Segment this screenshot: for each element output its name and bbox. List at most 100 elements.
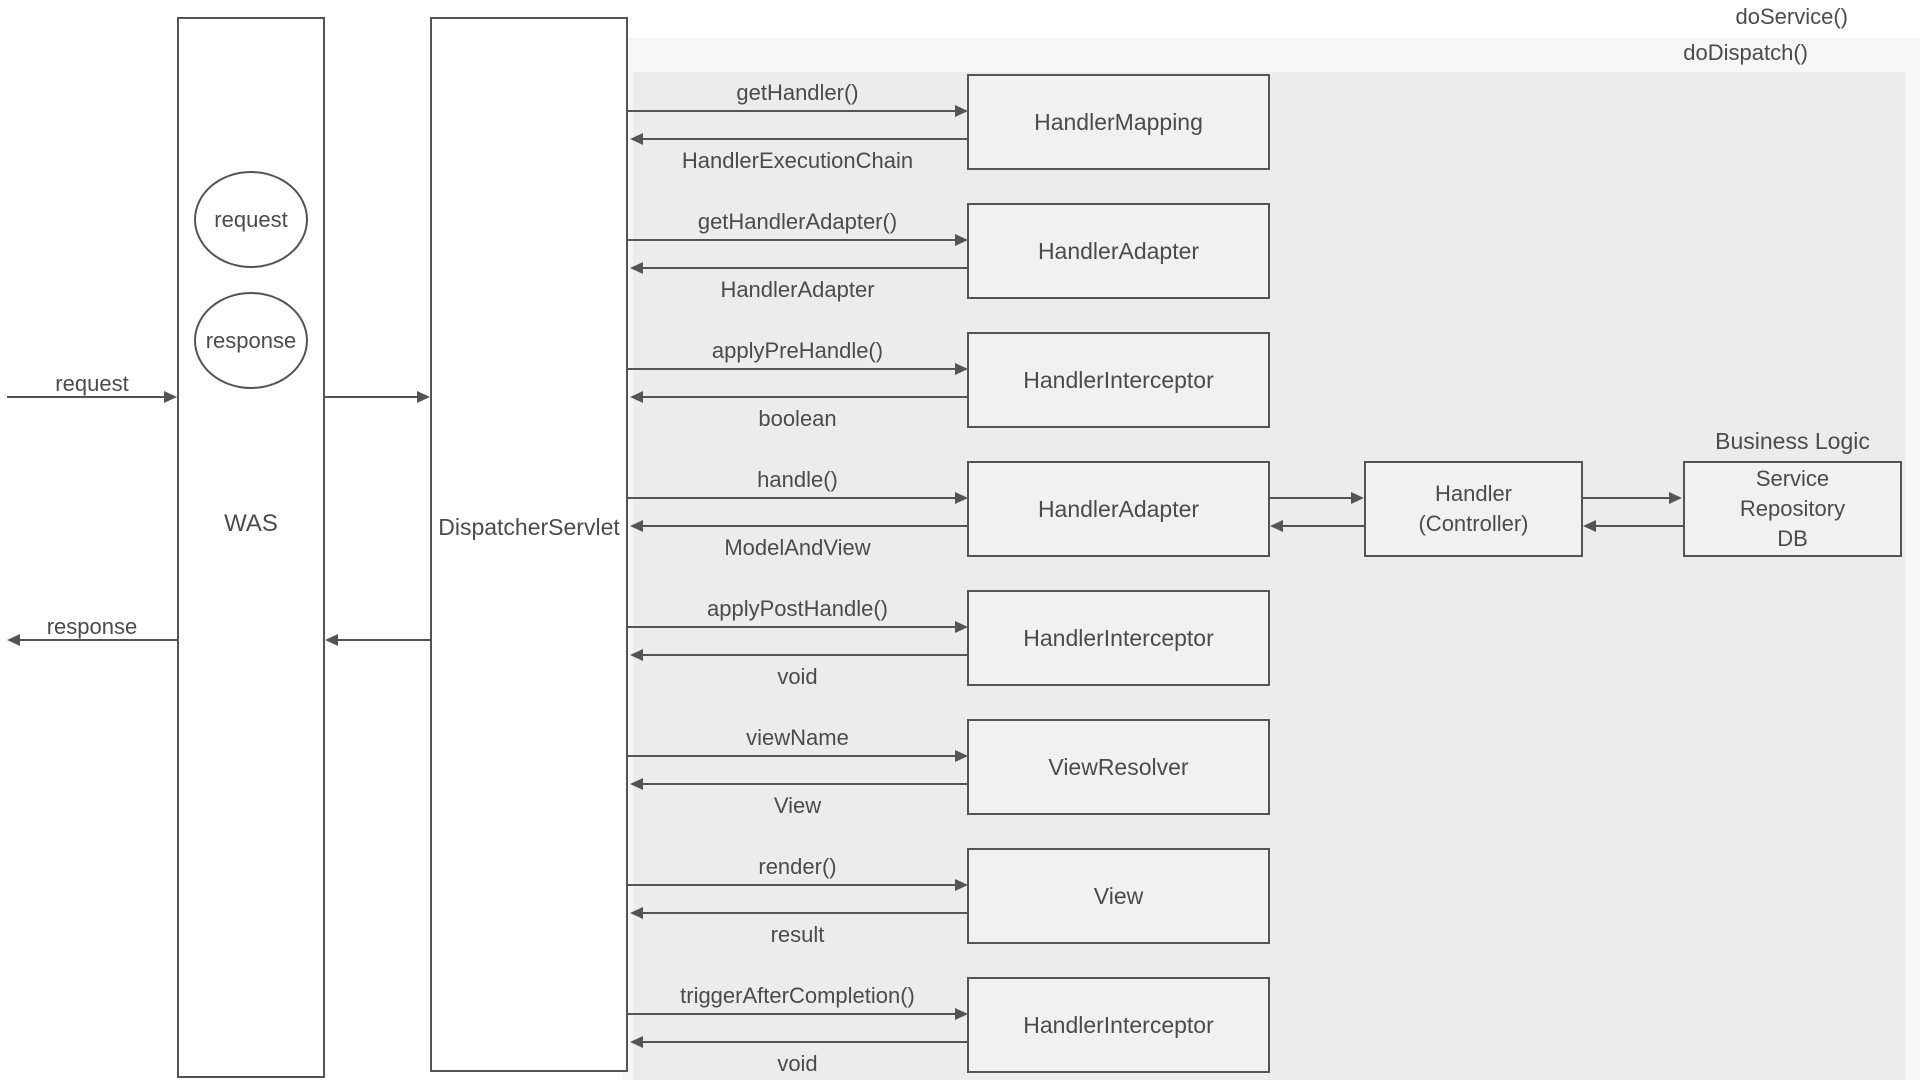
- adapter-to-handler-line: [1270, 497, 1352, 499]
- return-label: void: [777, 1051, 818, 1076]
- sequence-row-apply-post-handle: applyPostHandle() void HandlerIntercepto…: [0, 590, 1920, 719]
- call-arrowhead-icon: [955, 105, 968, 117]
- call-arrowhead-icon: [955, 879, 968, 891]
- call-arrow-line: [628, 1013, 955, 1015]
- return-arrow-line: [643, 1041, 967, 1043]
- call-label: viewName: [746, 725, 849, 750]
- return-label: result: [770, 922, 825, 947]
- call-label: applyPreHandle(): [711, 338, 884, 363]
- return-label: void: [777, 664, 818, 689]
- return-arrowhead-icon: [630, 262, 643, 274]
- business-to-handler-line: [1596, 525, 1683, 527]
- do-service-label: doService(): [1735, 4, 1848, 29]
- call-arrow-line: [628, 626, 955, 628]
- call-label: getHandlerAdapter(): [697, 209, 898, 234]
- sequence-row-trigger-after-completion: triggerAfterCompletion() void HandlerInt…: [0, 977, 1920, 1080]
- handler-box-line1: Handler: [1434, 481, 1513, 506]
- component-box-label: ViewResolver: [1048, 753, 1189, 780]
- return-label: View: [773, 793, 822, 818]
- response-circle-label: response: [205, 327, 297, 353]
- response-arrow-line: [20, 639, 177, 641]
- was-to-dispatcher-line: [325, 396, 418, 398]
- handler-to-business-line: [1583, 497, 1670, 499]
- sequence-row-render: render() result View: [0, 848, 1920, 977]
- component-box-view-resolver: ViewResolver: [967, 719, 1270, 815]
- component-box-label: HandlerInterceptor: [1023, 366, 1214, 393]
- request-circle: request: [194, 171, 308, 268]
- call-arrow-line: [628, 239, 955, 241]
- dispatcher-servlet-label: DispatcherServlet: [438, 514, 620, 540]
- was-to-dispatcher-arrowhead-icon: [417, 391, 430, 403]
- component-box-handler-interceptor: HandlerInterceptor: [967, 590, 1270, 686]
- dispatcher-to-was-arrowhead-icon: [325, 634, 338, 646]
- was-label: WAS: [224, 510, 278, 537]
- call-arrowhead-icon: [955, 363, 968, 375]
- return-arrowhead-icon: [630, 778, 643, 790]
- call-label: render(): [758, 854, 837, 879]
- return-label: HandlerExecutionChain: [681, 148, 914, 173]
- business-logic-line2: Repository: [1739, 496, 1846, 521]
- call-label: triggerAfterCompletion(): [680, 983, 915, 1008]
- return-arrowhead-icon: [630, 391, 643, 403]
- component-box-handler-adapter: HandlerAdapter: [967, 203, 1270, 299]
- call-label: getHandler(): [736, 80, 859, 105]
- handler-controller-box: Handler (Controller): [1364, 461, 1583, 557]
- return-arrowhead-icon: [630, 1036, 643, 1048]
- call-arrow-line: [628, 110, 955, 112]
- sequence-row-handle: handle() ModelAndView HandlerAdapter Han…: [0, 428, 1920, 590]
- return-arrow-line: [643, 396, 967, 398]
- return-label: ModelAndView: [724, 535, 871, 560]
- return-label: boolean: [758, 406, 837, 431]
- call-arrowhead-icon: [955, 492, 968, 504]
- component-box-label: HandlerAdapter: [1037, 237, 1200, 264]
- component-box-handler-mapping: HandlerMapping: [967, 74, 1270, 170]
- component-box-label: HandlerAdapter: [1037, 495, 1200, 522]
- do-dispatch-label: doDispatch(): [1683, 40, 1808, 65]
- return-label: HandlerAdapter: [720, 277, 875, 302]
- handler-to-business-arrowhead-icon: [1669, 492, 1682, 504]
- response-arrowhead-icon: [7, 634, 20, 646]
- business-logic-line1: Service: [1755, 466, 1830, 491]
- request-arrow-label: request: [55, 371, 129, 396]
- return-arrowhead-icon: [630, 520, 643, 532]
- sequence-row-get-handler: getHandler() HandlerExecutionChain Handl…: [0, 74, 1920, 203]
- dispatcher-servlet-box: [430, 17, 628, 1072]
- response-circle: response: [194, 292, 308, 389]
- sequence-row-get-handler-adapter: getHandlerAdapter() HandlerAdapter Handl…: [0, 203, 1920, 332]
- return-arrow-line: [643, 654, 967, 656]
- request-arrow-line: [7, 396, 165, 398]
- return-arrow-line: [643, 783, 967, 785]
- return-arrowhead-icon: [630, 907, 643, 919]
- call-arrow-line: [628, 884, 955, 886]
- call-label: handle(): [757, 467, 838, 492]
- component-box-label: HandlerMapping: [1034, 108, 1203, 135]
- call-arrow-line: [628, 497, 955, 499]
- return-arrowhead-icon: [630, 133, 643, 145]
- business-to-handler-arrowhead-icon: [1583, 520, 1596, 532]
- call-arrowhead-icon: [955, 234, 968, 246]
- sequence-row-apply-pre-handle: applyPreHandle() boolean HandlerIntercep…: [0, 332, 1920, 461]
- component-box-handler-interceptor: HandlerInterceptor: [967, 977, 1270, 1073]
- request-arrowhead-icon: [164, 391, 177, 403]
- business-logic-title: Business Logic: [1715, 428, 1870, 454]
- business-logic-box: Service Repository DB: [1683, 461, 1902, 557]
- adapter-to-handler-arrowhead-icon: [1351, 492, 1364, 504]
- component-box-label: HandlerInterceptor: [1023, 1011, 1214, 1038]
- business-logic-line3: DB: [1777, 526, 1808, 551]
- request-circle-label: request: [214, 206, 288, 232]
- handler-box-line2: (Controller): [1418, 511, 1529, 536]
- dispatcher-to-was-line: [338, 639, 430, 641]
- handler-to-adapter-line: [1283, 525, 1364, 527]
- return-arrow-line: [643, 138, 967, 140]
- return-arrowhead-icon: [630, 649, 643, 661]
- sequence-row-view-name: viewName View ViewResolver: [0, 719, 1920, 848]
- call-label: applyPostHandle(): [707, 596, 888, 621]
- return-arrow-line: [643, 267, 967, 269]
- return-arrow-line: [643, 525, 967, 527]
- handler-to-adapter-arrowhead-icon: [1270, 520, 1283, 532]
- component-box-view: View: [967, 848, 1270, 944]
- component-box-label: HandlerInterceptor: [1023, 624, 1214, 651]
- response-arrow-label: response: [46, 614, 138, 639]
- call-arrowhead-icon: [955, 621, 968, 633]
